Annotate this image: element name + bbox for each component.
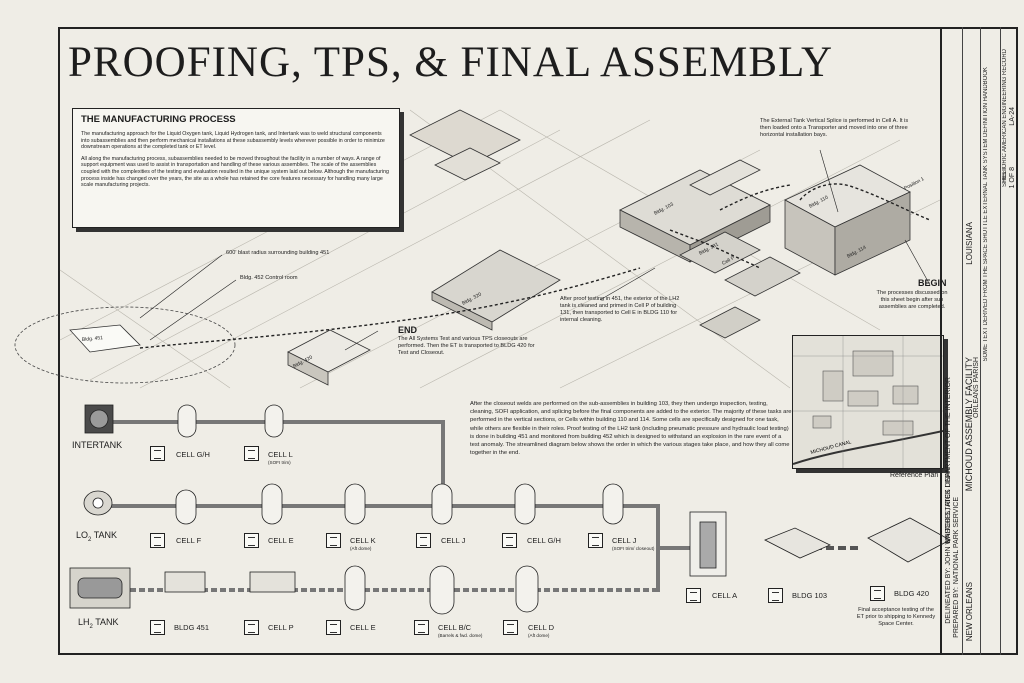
cell-label: CELL B/C — [438, 623, 472, 632]
lo2-tank-label: LO2 TANK — [76, 530, 118, 543]
cell-sub-label: (Aft dome) — [350, 546, 372, 551]
cell-label: CELL D — [528, 623, 554, 632]
final-acceptance-note: Final acceptance testing of the ET prior… — [856, 607, 936, 627]
proof-testing-note: After proof testing in 451, the exterior… — [560, 296, 680, 323]
cell-label: BLDG 420 — [894, 589, 930, 598]
parish-label: ORLEANS PARISH — [973, 357, 980, 418]
manufacturing-para-1: The manufacturing approach for the Liqui… — [81, 131, 385, 151]
manufacturing-heading: THE MANUFACTURING PROCESS — [81, 114, 236, 125]
cell-gh-icon — [150, 446, 165, 461]
cell-l-icon — [244, 446, 259, 461]
blast-radius-note: 600' blast radius surrounding building 4… — [226, 250, 330, 256]
vertical-splice-note: The External Tank Vertical Splice is per… — [760, 118, 909, 138]
cell-label: CELL E — [268, 536, 294, 545]
cell-label: CELL G/H — [527, 536, 561, 545]
bldg-103-icon — [768, 588, 783, 603]
bldg-420-icon — [870, 586, 885, 601]
title-block: DELINEATED BY: JOHN WASCHEL, RICK LINAN … — [940, 27, 1020, 655]
text-derived-label: SOME TEXT DERIVED FROM THE SPACE SHUTTLE… — [983, 67, 989, 362]
manufacturing-para-2: All along the manufacturing process, sub… — [81, 155, 390, 189]
cell-label: CELL L — [268, 450, 293, 459]
nps-label: NATIONAL PARK SERVICE — [953, 497, 960, 585]
cell-e-icon — [244, 533, 259, 548]
cell-label: BLDG 103 — [792, 591, 828, 600]
sheet-label: SHEET — [1002, 167, 1008, 188]
cell-label: CELL K — [350, 536, 376, 545]
cell-j-icon — [416, 533, 431, 548]
bldg-451-icon — [150, 620, 165, 635]
cell-label: BLDG 451 — [174, 623, 210, 632]
cell-label: CELL A — [712, 591, 738, 600]
cell-sub-label: (SOFI trim) — [268, 460, 291, 465]
tb-col-2 — [962, 27, 981, 655]
tb-col-3 — [980, 27, 1001, 655]
tb-col-1 — [942, 27, 963, 655]
lh2-tank-label: LH2 TANK — [78, 617, 119, 630]
control-room-note: Bldg. 452 Control room — [240, 275, 298, 281]
bldg-451-label: Bldg. 451 — [82, 335, 104, 343]
cell-d-icon — [503, 620, 518, 635]
pipe-lo2 — [105, 504, 660, 508]
cell-sub-label: (Barrels & fwd. dome) — [438, 633, 483, 638]
cell-label: CELL J — [441, 536, 466, 545]
pipe-to-420 — [790, 546, 860, 550]
manufacturing-process-box: THE MANUFACTURING PROCESS The manufactur… — [72, 108, 400, 228]
cell-label: CELL J — [612, 536, 637, 545]
cell-sub-label: (SOFI trim/ closeout) — [612, 546, 655, 551]
reference-plan-map: MICHOUD CANAL — [792, 335, 944, 469]
record-label: HISTORIC AMERICAN ENGINEERING RECORD — [1002, 49, 1008, 182]
cell-p-icon — [244, 620, 259, 635]
begin-note: The processes discussed on this sheet be… — [876, 290, 948, 310]
pipe-lh2 — [130, 588, 660, 592]
cell-sub-label: (Aft dome) — [528, 633, 550, 638]
sheet-number: 1 OF 8 — [1009, 167, 1016, 189]
state-label: LOUISIANA — [965, 222, 974, 265]
end-note: The All Systems Test and various TPS clo… — [398, 336, 535, 356]
city-label: NEW ORLEANS — [965, 582, 974, 642]
process-description: After the closeout welds are performed o… — [470, 401, 792, 457]
cell-k-icon — [326, 533, 341, 548]
cell-label: CELL P — [268, 623, 294, 632]
cell-f-icon — [150, 533, 165, 548]
prepared-by: PREPARED BY: — [953, 587, 960, 638]
intertank-label: INTERTANK — [72, 440, 123, 450]
reference-plan-label: Reference Plan — [890, 472, 939, 479]
pipe-intertank-drop — [441, 420, 445, 490]
doi-label: UNITED STATES DEPARTMENT OF THE INTERIOR — [945, 377, 952, 544]
record-number: LA-24 — [1009, 107, 1016, 126]
cell-gh-icon — [502, 533, 517, 548]
cell-p-label: Cell P — [721, 255, 736, 267]
cell-e-icon — [326, 620, 341, 635]
cell-label: CELL F — [176, 536, 202, 545]
begin-label: BEGIN — [918, 278, 947, 288]
cell-j-icon — [588, 533, 603, 548]
cell-label: CELL G/H — [176, 450, 210, 459]
cell-label: CELL E — [350, 623, 376, 632]
cell-a-icon — [686, 588, 701, 603]
drawing-border — [58, 27, 1018, 655]
cell-bc-icon — [414, 620, 429, 635]
page-title: PROOFING, TPS, & FINAL ASSEMBLY — [68, 39, 834, 86]
end-label: END — [398, 325, 418, 335]
pipe-merge — [656, 504, 660, 592]
